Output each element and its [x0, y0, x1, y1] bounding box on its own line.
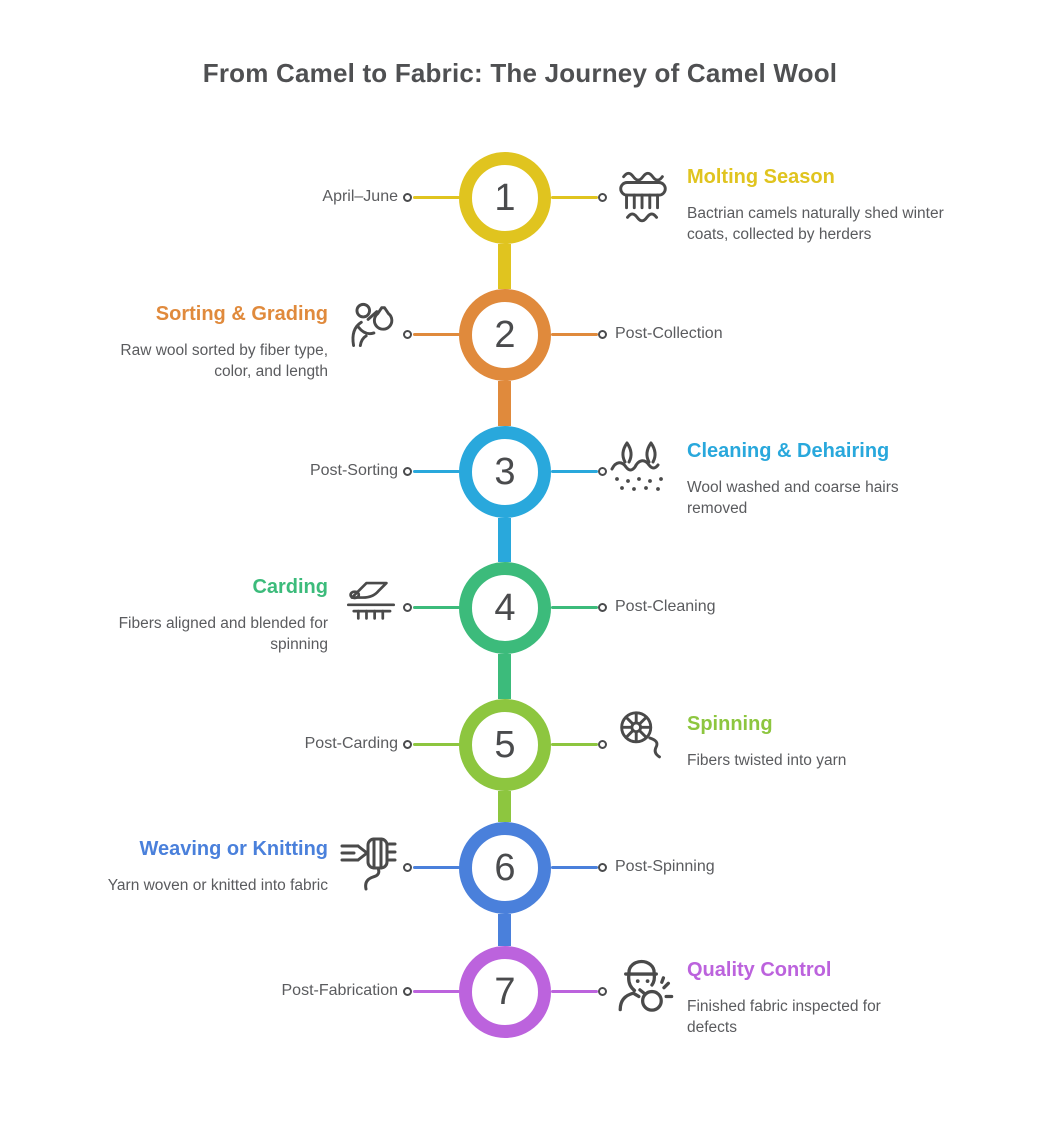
carding-brush-icon — [342, 574, 400, 632]
connector-line — [551, 743, 598, 746]
step3-heading: Cleaning & Dehairing — [687, 440, 890, 462]
connector-dot — [598, 987, 607, 996]
connector-line — [551, 606, 598, 609]
connector-dot — [403, 330, 412, 339]
step1-number-circle: 1 — [459, 152, 551, 244]
timeline-segment — [498, 791, 511, 822]
step4-right-label: Post-Cleaning — [615, 598, 716, 615]
timeline-segment — [498, 914, 511, 946]
step6-description: Yarn woven or knitted into fabric — [107, 877, 328, 894]
connector-dot — [403, 740, 412, 749]
sorting-person-icon — [340, 300, 402, 362]
connector-dot — [598, 467, 607, 476]
step3-number-circle: 3 — [459, 426, 551, 518]
connector-dot — [598, 330, 607, 339]
connector-line — [551, 196, 598, 199]
step6-heading: Weaving or Knitting — [139, 838, 328, 860]
step-number: 2 — [494, 313, 516, 356]
step7-number-circle: 7 — [459, 946, 551, 1038]
step7-left-label: Post-Fabrication — [281, 982, 399, 999]
step7-description: Finished fabric inspected for defects — [687, 998, 881, 1036]
step6-number-circle: 6 — [459, 822, 551, 914]
dehairing-hairs-icon — [608, 436, 672, 500]
connector-line — [413, 743, 460, 746]
connector-line — [413, 196, 460, 199]
connector-line — [551, 470, 598, 473]
step-number: 4 — [494, 586, 516, 629]
step-number: 5 — [494, 723, 516, 766]
step2-heading: Sorting & Grading — [155, 303, 328, 325]
timeline-segment — [498, 381, 511, 426]
step4-description: Fibers aligned and blended for spinning — [118, 615, 328, 653]
timeline-segment — [498, 244, 511, 289]
spinning-wheel-icon — [612, 706, 674, 768]
connector-line — [551, 866, 598, 869]
step5-heading: Spinning — [687, 713, 773, 735]
weaving-spool-icon — [338, 831, 402, 895]
step4-heading: Carding — [252, 576, 328, 598]
step3-description: Wool washed and coarse hairs removed — [687, 479, 899, 517]
connector-line — [413, 333, 460, 336]
step2-right-label: Post-Collection — [615, 325, 723, 342]
step6-right-label: Post-Spinning — [615, 858, 715, 875]
connector-dot — [403, 987, 412, 996]
quality-inspector-icon — [606, 956, 676, 1026]
step1-detail: Molting Season Bactrian camels naturally… — [687, 164, 977, 245]
page-title: From Camel to Fabric: The Journey of Cam… — [202, 58, 838, 88]
step4-detail: Carding Fibers aligned and blended for s… — [78, 574, 328, 655]
step5-description: Fibers twisted into yarn — [687, 752, 847, 769]
connector-dot — [598, 193, 607, 202]
molting-comb-icon — [612, 167, 674, 229]
step7-detail: Quality Control Finished fabric inspecte… — [687, 957, 957, 1038]
connector-dot — [598, 603, 607, 612]
step1-heading: Molting Season — [687, 166, 835, 188]
step2-number-circle: 2 — [459, 289, 551, 381]
connector-dot — [598, 863, 607, 872]
connector-dot — [403, 603, 412, 612]
connector-line — [551, 333, 598, 336]
connector-dot — [403, 863, 412, 872]
connector-line — [413, 470, 460, 473]
step2-detail: Sorting & Grading Raw wool sorted by fib… — [78, 301, 328, 382]
step1-left-label: April–June — [322, 188, 398, 205]
connector-dot — [598, 740, 607, 749]
timeline-segment — [498, 518, 511, 562]
step7-heading: Quality Control — [687, 959, 832, 981]
step1-description: Bactrian camels naturally shed winter co… — [687, 205, 944, 243]
connector-line — [413, 606, 460, 609]
connector-line — [551, 990, 598, 993]
step-number: 1 — [494, 176, 516, 219]
timeline-segment — [498, 654, 511, 699]
step-number: 6 — [494, 846, 516, 889]
step-number: 3 — [494, 450, 516, 493]
step5-left-label: Post-Carding — [304, 735, 398, 752]
connector-line — [413, 990, 460, 993]
connector-dot — [403, 467, 412, 476]
step5-number-circle: 5 — [459, 699, 551, 791]
step6-detail: Weaving or Knitting Yarn woven or knitte… — [68, 836, 328, 896]
step3-left-label: Post-Sorting — [309, 462, 398, 479]
step4-number-circle: 4 — [459, 562, 551, 654]
connector-dot — [403, 193, 412, 202]
step-number: 7 — [494, 970, 516, 1013]
step2-description: Raw wool sorted by fiber type, color, an… — [120, 342, 328, 380]
connector-line — [413, 866, 460, 869]
step3-detail: Cleaning & Dehairing Wool washed and coa… — [687, 438, 977, 519]
step5-detail: Spinning Fibers twisted into yarn — [687, 711, 987, 771]
